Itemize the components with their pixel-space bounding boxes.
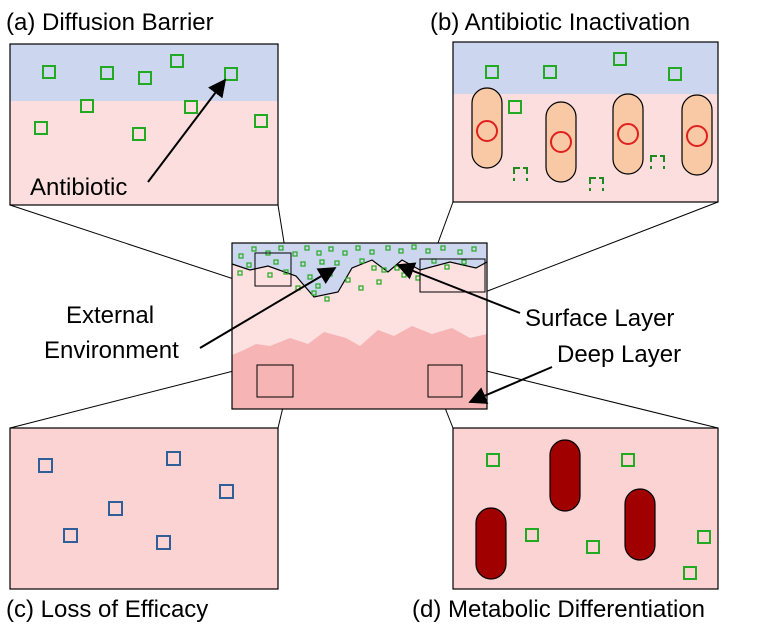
bacterial-cell-icon [681,94,713,176]
antibiotic-square-icon [508,100,522,114]
antibiotic-square-icon [166,451,181,466]
inactivated-antibiotic-icon [589,177,604,191]
antibiotic-square-icon [184,100,198,114]
antibiotic-square-icon [63,528,78,543]
antibiotic-square-icon [80,99,94,113]
panel-b: (b) Antibiotic Inactivation [430,9,719,203]
antibiotic-group [486,453,711,580]
external-label-line1: External [66,302,154,329]
antibiotic-square-icon [254,114,268,128]
inactivated-antibiotic-icon [650,155,665,169]
antibiotic-square-icon [42,65,56,79]
antibiotic-square-icon [486,453,500,467]
bacterial-cell-icon [612,93,644,175]
antibiotic-square-icon [613,52,627,66]
inactive-antibiotic-group [38,451,234,550]
panel-d-title: (d) Metabolic Differentiation [412,596,705,623]
bacterial-cells [471,87,713,183]
center-labels: External Environment Surface Layer Deep … [44,262,681,404]
panel-a-title: (a) Diffusion Barrier [6,9,214,36]
antibiotic-square-icon [224,67,238,81]
antibiotic-label: Antibiotic [30,174,127,201]
antibiotic-square-icon [132,127,146,141]
enzyme-icon [550,131,572,153]
enzyme-icon [686,125,708,147]
antibiotic-square-icon [108,501,123,516]
inactivated-antibiotic-icon [513,167,528,181]
dormant-cell-icon [549,439,581,512]
antibiotic-square-icon [34,121,48,135]
arrow-icon [396,262,521,314]
antibiotic-square-icon [170,54,184,68]
antibiotic-square-icon [683,566,697,580]
bacterial-cell-icon [471,87,503,169]
antibiotic-square-icon [543,65,557,79]
dormant-cells [475,439,656,580]
panel-c: (c) Loss of Efficacy [6,427,279,623]
panel-b-title: (b) Antibiotic Inactivation [430,9,690,36]
antibiotic-square-icon [219,484,234,499]
deep-layer-label: Deep Layer [557,341,681,368]
antibiotic-square-icon [621,453,635,467]
arrow-icon [199,267,337,349]
enzyme-icon [617,123,639,145]
antibiotic-square-icon [138,71,152,85]
panel-a: (a) Diffusion Barrier Antibiotic [6,9,279,206]
external-label-line2: Environment [44,337,179,364]
panel-d: (d) Metabolic Differentiation [412,427,719,623]
deep-layer-region [232,326,487,409]
antibiotic-square-icon [38,458,53,473]
antibiotic-group [34,54,268,141]
dormant-cell-icon [624,488,656,561]
arrow-icon [147,78,227,183]
antibiotic-square-icon [156,535,171,550]
antibiotic-square-icon [525,528,539,542]
antibiotic-square-icon [586,540,600,554]
inactivated-antibiotics [513,155,665,191]
antibiotic-group [485,52,682,114]
antibiotic-square-icon [697,530,711,544]
center-biofilm [231,242,488,410]
antibiotic-square-icon [485,65,499,79]
bacterial-cell-icon [545,101,577,183]
arrow-icon [468,366,553,404]
antibiotic-square-icon [100,66,114,80]
panel-c-title: (c) Loss of Efficacy [6,596,208,623]
antibiotic-square-icon [668,67,682,81]
surface-layer-label: Surface Layer [525,305,674,332]
enzyme-icon [476,120,498,142]
dormant-cell-icon [475,507,507,580]
zoom-region-boxes [254,252,486,398]
